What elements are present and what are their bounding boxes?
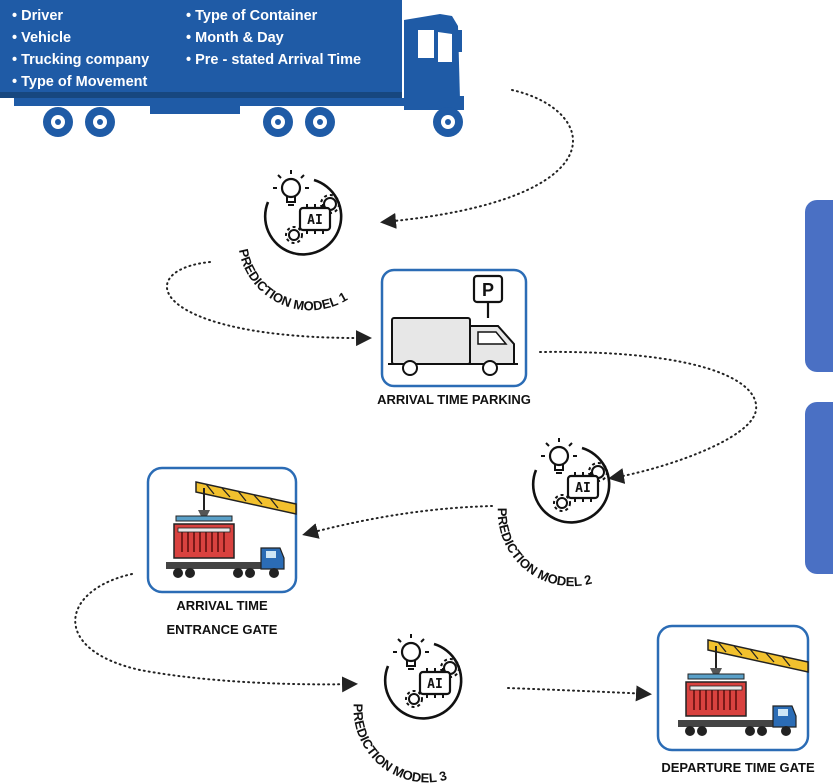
attr-left-2: • Vehicle	[12, 30, 71, 46]
entrance-gate-step: ARRIVAL TIME ENTRANCE GATE	[146, 466, 298, 637]
truck-wheels	[43, 107, 463, 137]
attr-left-4: • Type of Movement	[12, 74, 147, 90]
ai-brain-icon: AI	[531, 436, 611, 524]
attr-right-2: • Month & Day	[186, 30, 284, 46]
prediction-model-1: AI PREDICTION MODEL 1	[236, 168, 350, 313]
truck-illustration: • Driver • Vehicle • Trucking company • …	[0, 0, 464, 137]
flow-connectors	[74, 89, 758, 702]
connector-truck-to-model1	[380, 89, 574, 229]
side-panel-top	[805, 200, 833, 372]
model-3-label: PREDICTION MODEL 3	[350, 704, 448, 784]
ai-chip-label: AI	[307, 213, 323, 228]
svg-text:P: P	[482, 280, 494, 300]
trailer-body	[0, 0, 402, 96]
attr-left-3: • Trucking company	[12, 52, 149, 68]
departure-gate-step: DEPARTURE TIME GATE	[656, 624, 815, 775]
model-2-label: PREDICTION MODEL 2	[495, 508, 594, 590]
connector-model2-to-entrance	[302, 505, 493, 539]
model-1-label: PREDICTION MODEL 1	[236, 247, 350, 313]
connector-model1-to-parking	[165, 261, 372, 347]
prediction-model-2: AI PREDICTION MODEL 2	[495, 436, 611, 590]
attr-right-3: • Pre - stated Arrival Time	[186, 52, 361, 68]
ai-brain-icon: AI	[263, 168, 343, 256]
ai-chip-label: AI	[575, 481, 591, 496]
side-panel-bottom	[805, 402, 833, 574]
ai-brain-icon: AI	[383, 632, 463, 720]
parking-step-label: ARRIVAL TIME PARKING	[377, 392, 531, 407]
truck-attribute-list: • Driver • Vehicle • Trucking company • …	[12, 8, 361, 90]
prediction-model-3: AI PREDICTION MODEL 3	[350, 632, 463, 784]
attr-left-1: • Driver	[12, 8, 63, 24]
delivery-truck-icon	[388, 317, 518, 376]
parking-step: P ARRIVAL TIME PARKING	[377, 268, 531, 407]
connector-parking-to-model2	[539, 350, 758, 484]
departure-step-label: DEPARTURE TIME GATE	[661, 760, 815, 775]
entrance-label-line1: ARRIVAL TIME	[176, 598, 268, 613]
entrance-label-line2: ENTRANCE GATE	[167, 622, 278, 637]
ai-chip-label: AI	[427, 677, 443, 692]
attr-right-1: • Type of Container	[186, 8, 318, 24]
connector-model3-to-departure	[507, 685, 652, 702]
connector-entrance-to-model3	[74, 573, 358, 693]
parking-sign-icon: P	[472, 274, 504, 318]
